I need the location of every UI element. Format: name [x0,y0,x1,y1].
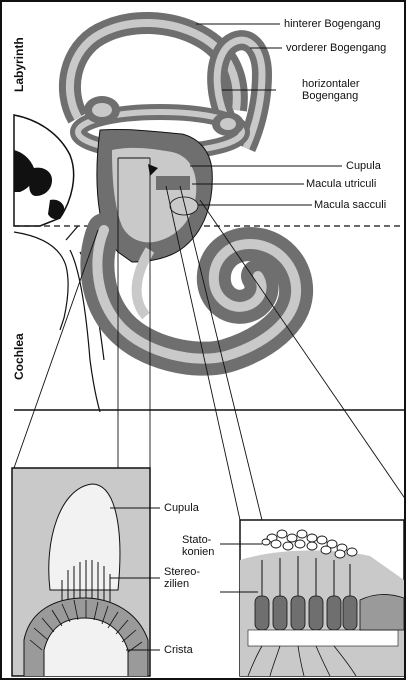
label-posterior-canal: hinterer Bogengang [284,18,381,30]
inset-label-stereozilien-line1: Stereo- [164,566,200,578]
inset-macula [220,520,404,676]
label-cupula: Cupula [346,160,381,172]
label-horizontal-canal-line1: horizontaler [302,78,359,90]
label-anterior-canal: vorderer Bogengang [286,42,386,54]
inset-label-statokonien-line1: Stato- [182,534,211,546]
region-label-cochlea: Cochlea [12,333,26,380]
label-horizontal-canal-line2: Bogengang [302,90,358,102]
inset-label-crista: Crista [164,644,193,656]
inset-label-stereozilien-line2: zilien [164,578,189,590]
inset-crista [12,468,160,676]
inset-label-cupula: Cupula [164,502,199,514]
zoom-guides [14,158,406,520]
inset-label-statokonien-line2: konien [182,546,214,558]
label-macula-sacculi: Macula sacculi [314,199,386,211]
region-label-labyrinth: Labyrinth [12,37,26,92]
label-macula-utriculi: Macula utriculi [306,178,376,190]
